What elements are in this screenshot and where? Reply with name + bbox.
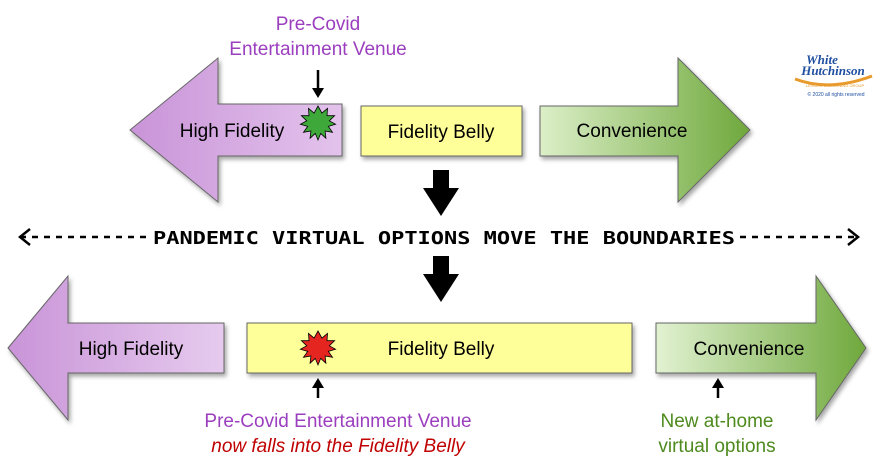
red-burst-icon [299, 330, 337, 367]
top-fidelity-belly-label: Fidelity Belly [388, 122, 495, 143]
down-arrow-top [423, 170, 459, 216]
top-venue-label-line2: Entertainment Venue [229, 39, 406, 60]
top-venue-pointer-arrow [312, 70, 324, 98]
top-convenience-arrow [539, 56, 751, 204]
top-high-fidelity-label: High Fidelity [180, 121, 285, 142]
white-hutchinson-logo: White Hutchinson LEISURE & LEARNING GROU… [794, 52, 873, 98]
top-high-fidelity-arrow [129, 56, 343, 204]
bottom-convenience-arrow [655, 274, 867, 422]
bottom-venue-pointer-arrow [312, 378, 324, 398]
boundary-label: PANDEMIC VIRTUAL OPTIONS MOVE THE BOUNDA… [153, 228, 735, 249]
down-arrow-bottom [423, 256, 459, 302]
bottom-venue-caption-line1: Pre-Covid Entertainment Venue [204, 411, 471, 432]
logo-tagline: LEISURE & LEARNING GROUP [806, 83, 865, 88]
bottom-high-fidelity-arrow [7, 274, 225, 422]
green-burst-icon [299, 105, 337, 142]
top-venue-label-line1: Pre-Covid [276, 14, 360, 35]
bottom-convenience-label: Convenience [694, 339, 805, 360]
bottom-venue-caption-line2: now falls into the Fidelity Belly [211, 436, 466, 457]
bottom-virtual-caption-line1: New at-home [661, 411, 774, 432]
logo-swoosh-icon [794, 74, 873, 87]
top-convenience-label: Convenience [577, 121, 688, 142]
bottom-virtual-caption-line2: virtual options [658, 436, 775, 457]
boundary-line: PANDEMIC VIRTUAL OPTIONS MOVE THE BOUNDA… [17, 228, 861, 249]
logo-line1: White [806, 52, 838, 67]
bottom-high-fidelity-label: High Fidelity [79, 339, 184, 360]
logo-copyright: © 2020 all rights reserved [807, 91, 864, 98]
bottom-virtual-pointer-arrow [712, 378, 724, 398]
top-venue-label: Pre-Covid Entertainment Venue [229, 14, 406, 60]
top-fidelity-belly-box [360, 105, 523, 157]
logo-line2: Hutchinson [800, 63, 865, 78]
bottom-fidelity-belly-label: Fidelity Belly [388, 339, 495, 360]
